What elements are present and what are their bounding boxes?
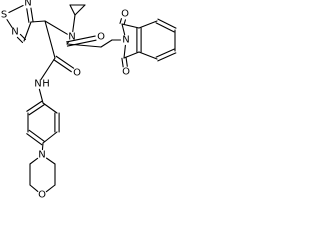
atom-label-oxygen: O	[97, 32, 105, 43]
atom-label-oxygen: O	[38, 190, 46, 201]
bond-line	[157, 18, 177, 29]
bond-line	[66, 35, 96, 43]
bond-line	[23, 21, 32, 42]
molecule-structure-diagram: S N N N O N O O O N H N O	[1, 0, 177, 201]
bond-line	[45, 157, 56, 165]
bond-line	[138, 20, 158, 29]
bond-line	[30, 7, 34, 23]
bond-line	[125, 57, 128, 67]
bond-line	[41, 142, 44, 151]
bond-line	[74, 4, 86, 16]
bond-line	[29, 157, 39, 165]
bond-line	[138, 51, 158, 60]
bond-line	[45, 184, 56, 193]
bond-layer	[6, 4, 177, 193]
atom-label-oxygen: O	[121, 9, 129, 20]
bond-line	[121, 57, 124, 68]
atom-label-nitrogen: N	[68, 32, 75, 43]
bond-line	[30, 20, 46, 23]
bond-line	[55, 55, 75, 69]
bond-line	[66, 43, 102, 48]
bond-line	[26, 8, 30, 23]
bond-line	[28, 104, 45, 116]
bond-line	[40, 57, 56, 80]
atom-label-layer: S N N N O N O O O N H N O	[1, 0, 130, 201]
bond-line	[44, 20, 68, 35]
atom-label-nitrogen: N	[11, 27, 18, 38]
bond-line	[38, 88, 44, 104]
bond-line	[155, 22, 175, 33]
atom-label-oxygen: O	[73, 68, 81, 79]
bond-line	[123, 51, 140, 59]
bond-line	[29, 184, 39, 193]
bond-line	[42, 102, 58, 114]
bond-line	[121, 23, 140, 29]
atom-label-nitrogen: N	[24, 0, 31, 9]
bond-line	[155, 48, 175, 58]
bond-line	[69, 4, 76, 16]
bond-line	[28, 129, 45, 142]
atom-label-nitrogen: N	[38, 150, 45, 161]
bond-line	[26, 133, 43, 146]
atom-label-oxygen: O	[122, 67, 130, 78]
bond-line	[121, 23, 126, 36]
bond-line	[72, 14, 76, 33]
bond-line	[157, 52, 177, 62]
bond-line	[26, 100, 43, 112]
bond-line	[16, 36, 24, 44]
atom-label-sulfur: S	[1, 10, 7, 21]
bond-line	[123, 19, 126, 26]
bond-line	[53, 59, 72, 73]
bond-line	[119, 18, 122, 24]
bond-line	[123, 44, 126, 59]
atom-label-hydrogen: H	[42, 79, 50, 90]
atom-label-nitrogen: N	[34, 79, 41, 90]
atom-label-nitrogen: N	[122, 35, 129, 46]
bond-line	[8, 4, 24, 14]
bond-line	[42, 131, 58, 144]
bond-line	[19, 33, 27, 41]
bond-line	[100, 39, 113, 48]
bond-line	[6, 19, 13, 28]
bond-line	[66, 39, 97, 47]
bond-line	[44, 20, 56, 59]
